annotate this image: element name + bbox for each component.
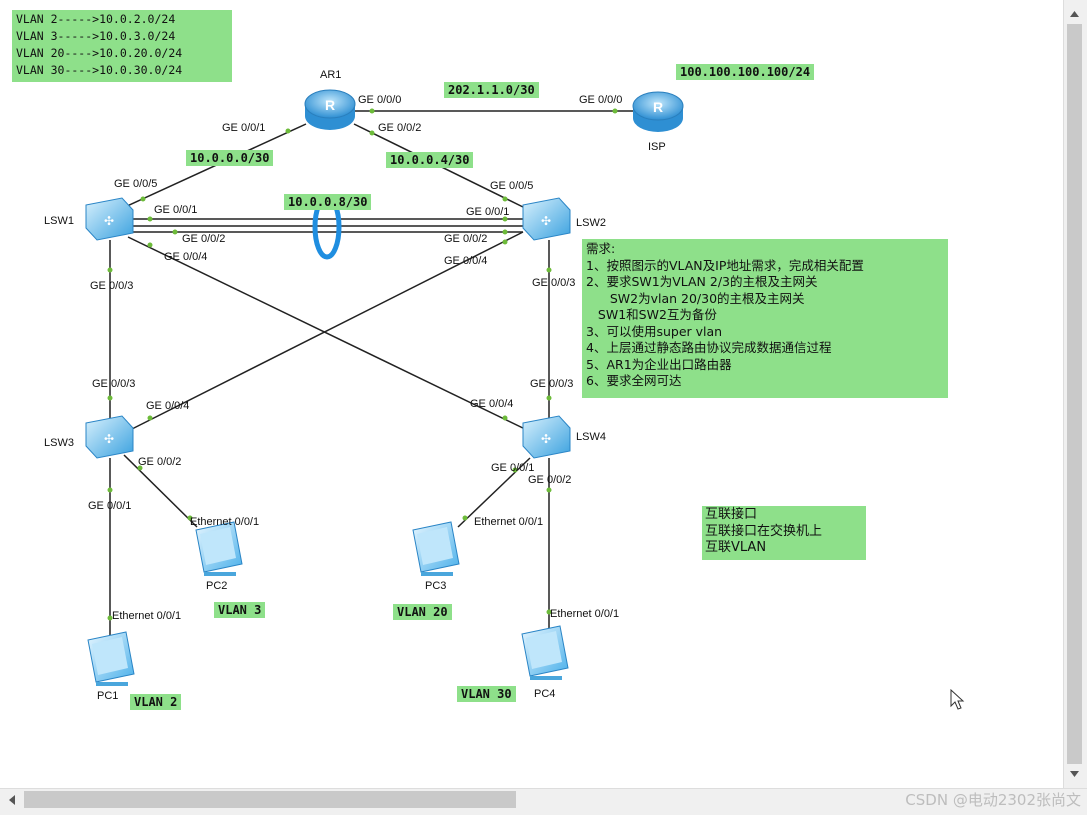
requirement-item: 5、AR1为企业出口路由器	[586, 356, 732, 372]
interconnect-line: 互联接口	[705, 507, 758, 522]
requirement-item: 1、按照图示的VLAN及IP地址需求，完成相关配置	[586, 257, 864, 273]
requirement-item: SW2为vlan 20/30的主根及主网关	[586, 290, 805, 306]
vlan-map-line: VLAN 20---->10.0.20.0/24	[16, 46, 183, 60]
requirement-item: 4、上层通过静态路由协议完成数据通信过程	[586, 340, 832, 355]
port-label: GE 0/0/0	[358, 94, 402, 106]
port-label: GE 0/0/3	[90, 280, 134, 292]
requirement-item: 6、要求全网可达	[586, 373, 682, 388]
interconnect-note: 互联接口 互联接口在交换机上 互联VLAN	[702, 506, 866, 560]
port-label: GE 0/0/3	[530, 378, 574, 390]
vertical-scrollbar-thumb[interactable]	[1067, 24, 1082, 764]
router-ar1-icon: R	[304, 89, 356, 130]
port-label: Ethernet 0/0/1	[550, 608, 620, 620]
vlan-map-line: VLAN 30---->10.0.30.0/24	[16, 63, 183, 77]
port-label: GE 0/0/2	[138, 456, 182, 468]
svg-text:✣: ✣	[541, 432, 551, 446]
scroll-left-arrow-icon[interactable]	[6, 792, 18, 808]
network-label-ar1-lsw1: 10.0.0.0/30	[186, 150, 274, 166]
interconnect-line: 互联接口在交换机上	[705, 523, 823, 539]
horizontal-scrollbar-thumb[interactable]	[24, 791, 516, 808]
port-label: GE 0/0/3	[92, 378, 136, 390]
port-label: GE 0/0/1	[154, 204, 198, 216]
requirement-item: 3、可以使用super vlan	[586, 323, 723, 339]
port-label: GE 0/0/2	[182, 233, 226, 245]
port-dots	[107, 108, 618, 621]
switch-lsw1-icon: ✣	[85, 197, 134, 241]
requirement-item: SW1和SW2互为备份	[586, 307, 717, 322]
pc4-icon	[521, 625, 569, 680]
interconnect-line: 互联VLAN	[705, 540, 767, 555]
link-lsw3-pc2	[123, 454, 198, 528]
device-label-lsw4: LSW4	[576, 431, 606, 443]
port-label: GE 0/0/2	[528, 474, 572, 486]
port-label: GE 0/0/4	[146, 400, 190, 412]
device-label-lsw1: LSW1	[44, 215, 74, 227]
port-label: GE 0/0/4	[444, 255, 488, 267]
scroll-down-arrow-icon[interactable]	[1067, 768, 1082, 780]
switch-lsw4-icon: ✣	[522, 415, 571, 459]
network-label-isp-ip: 100.100.100.100/24	[676, 64, 815, 80]
svg-text:✣: ✣	[541, 214, 551, 228]
pc1-icon	[87, 631, 135, 686]
device-label-pc4: PC4	[534, 688, 556, 700]
vlan-tag-pc4: VLAN 30	[457, 686, 516, 702]
svg-text:R: R	[653, 99, 663, 115]
network-label-lsw1-lsw2: 10.0.0.8/30	[284, 194, 372, 210]
mouse-cursor-icon	[950, 689, 965, 710]
device-label-pc2: PC2	[206, 580, 228, 592]
port-label: GE 0/0/3	[532, 277, 576, 289]
requirements-title: 需求:	[586, 241, 616, 256]
port-label: GE 0/0/1	[222, 122, 266, 134]
device-label-isp: ISP	[648, 141, 666, 153]
port-label: GE 0/0/4	[470, 398, 514, 410]
port-label: GE 0/0/1	[466, 206, 510, 218]
link-lsw4-pc3	[457, 457, 531, 528]
switch-lsw2-icon: ✣	[522, 197, 571, 241]
requirements-note: 需求: 1、按照图示的VLAN及IP地址需求，完成相关配置 2、要求SW1为VL…	[582, 239, 948, 398]
network-label-ar1-lsw2: 10.0.0.4/30	[386, 152, 474, 168]
port-label: GE 0/0/2	[444, 233, 488, 245]
network-label-ar1-isp: 202.1.1.0/30	[444, 82, 539, 98]
port-label: GE 0/0/4	[164, 251, 208, 263]
port-label: GE 0/0/0	[579, 94, 623, 106]
port-label: Ethernet 0/0/1	[190, 516, 260, 528]
port-label: Ethernet 0/0/1	[112, 610, 182, 622]
vlan-map-line: VLAN 2----->10.0.2.0/24	[16, 12, 176, 26]
port-label: GE 0/0/1	[88, 500, 132, 512]
port-label: GE 0/0/2	[378, 122, 422, 134]
svg-text:R: R	[325, 97, 335, 113]
device-label-pc3: PC3	[425, 580, 447, 592]
links-group	[109, 110, 633, 636]
link-lsw2-lsw3	[129, 231, 524, 431]
requirement-item: 2、要求SW1为VLAN 2/3的主根及主网关	[586, 274, 818, 289]
vlan-tag-pc1: VLAN 2	[130, 694, 182, 710]
csdn-watermark: CSDN @电动2302张尚文	[905, 791, 1081, 809]
port-label: GE 0/0/1	[491, 462, 535, 474]
device-label-ar1: AR1	[320, 69, 342, 81]
vlan-tag-pc3: VLAN 20	[393, 604, 452, 620]
port-label: Ethernet 0/0/1	[474, 516, 544, 528]
pc3-icon	[412, 521, 460, 576]
svg-text:✣: ✣	[104, 214, 114, 228]
port-label: GE 0/0/5	[114, 178, 158, 190]
topology-diagram: R R ✣ ✣ ✣ ✣	[85, 89, 684, 686]
vlan-map-note: VLAN 2----->10.0.2.0/24 VLAN 3----->10.0…	[12, 10, 232, 82]
svg-text:✣: ✣	[104, 432, 114, 446]
vlan-map-line: VLAN 3----->10.0.3.0/24	[16, 29, 176, 43]
device-label-lsw2: LSW2	[576, 217, 606, 229]
port-label: GE 0/0/5	[490, 180, 534, 192]
device-label-pc1: PC1	[97, 690, 119, 702]
vlan-tag-pc2: VLAN 3	[214, 602, 266, 618]
scroll-up-arrow-icon[interactable]	[1067, 8, 1082, 20]
switch-lsw3-icon: ✣	[85, 415, 134, 459]
link-lsw1-lsw4	[127, 236, 528, 431]
device-label-lsw3: LSW3	[44, 437, 74, 449]
pc2-icon	[195, 521, 243, 576]
router-isp-icon: R	[632, 91, 684, 132]
